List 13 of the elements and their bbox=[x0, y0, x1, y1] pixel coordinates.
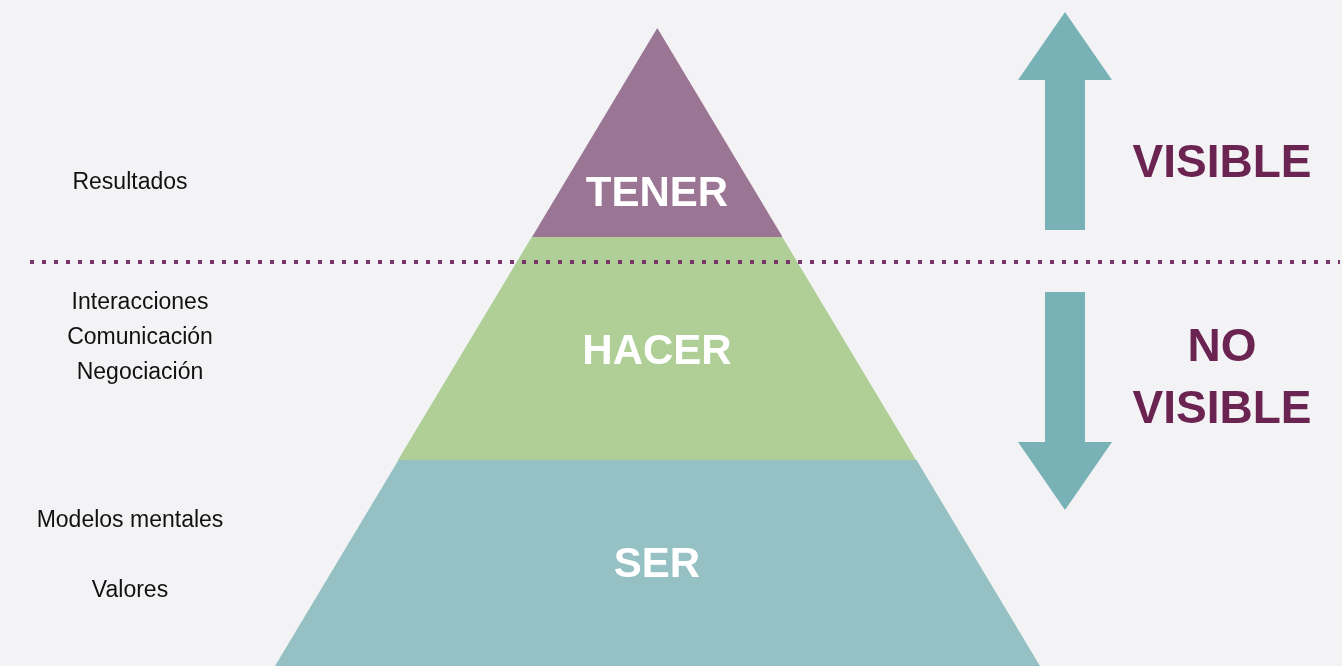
side-label: Negociación bbox=[76, 358, 204, 385]
side-label: Valores bbox=[91, 576, 169, 603]
tier-label: SER bbox=[613, 539, 701, 587]
visibility-label: VISIBLE bbox=[1131, 134, 1313, 189]
pyramid-tier bbox=[398, 237, 916, 460]
visibility-label: NO VISIBLE bbox=[1131, 318, 1313, 435]
side-label: Modelos mentales bbox=[36, 506, 224, 533]
side-label: Comunicación bbox=[67, 323, 213, 350]
side-label: Interacciones bbox=[71, 288, 209, 315]
tier-label: HACER bbox=[582, 326, 732, 374]
tier-label: TENER bbox=[585, 168, 729, 216]
side-label: Resultados bbox=[72, 168, 188, 195]
pyramid-tier bbox=[274, 460, 1040, 666]
